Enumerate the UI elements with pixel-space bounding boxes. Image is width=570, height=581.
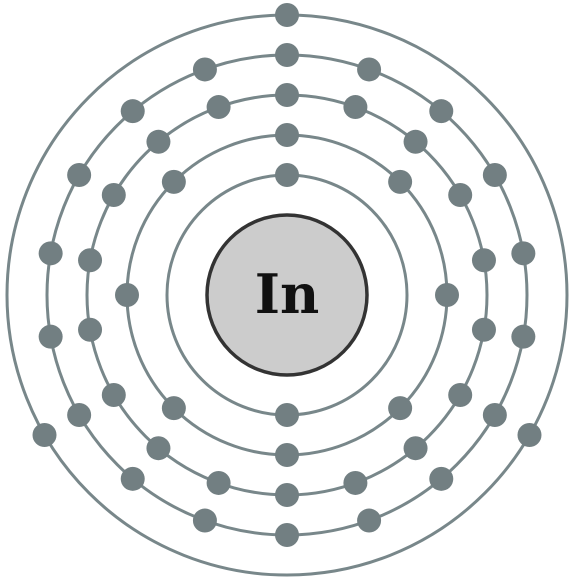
shell-4-electron bbox=[429, 99, 454, 124]
shell-3-electron bbox=[343, 470, 368, 495]
shell-5-electron bbox=[275, 3, 299, 27]
shell-5-electron bbox=[32, 423, 57, 447]
shell-4-electron bbox=[482, 163, 507, 187]
shell-4-electron bbox=[120, 466, 145, 491]
shell-4-electron bbox=[357, 508, 382, 533]
shell-4-electron bbox=[511, 241, 536, 266]
shell-3-electron bbox=[403, 436, 428, 461]
shell-3-electron bbox=[146, 436, 171, 461]
shell-3-electron bbox=[101, 183, 126, 207]
nucleus bbox=[205, 213, 369, 377]
element-symbol: In bbox=[255, 262, 320, 326]
shell-4-electron bbox=[275, 43, 299, 67]
shell-3-electron bbox=[101, 383, 126, 407]
shell-2-electron bbox=[275, 123, 299, 147]
shell-3-electron bbox=[206, 95, 231, 120]
shell-2-electron bbox=[388, 396, 413, 421]
shell-4-electron bbox=[192, 57, 217, 82]
shell-3-electron bbox=[448, 183, 473, 207]
shell-3-electron bbox=[78, 317, 103, 342]
shell-4-electron bbox=[38, 241, 63, 266]
shell-2-electron bbox=[388, 169, 413, 194]
shell-2-electron bbox=[115, 283, 139, 307]
shell-4-electron bbox=[275, 523, 299, 547]
shell-3-electron bbox=[448, 383, 473, 407]
shell-3-electron bbox=[343, 95, 368, 120]
shell-4-electron bbox=[511, 324, 536, 349]
shell-2-electron bbox=[275, 443, 299, 467]
electrons bbox=[32, 3, 542, 547]
shell-3-electron bbox=[471, 248, 496, 273]
shell-3-electron bbox=[403, 129, 428, 154]
shell-4-electron bbox=[38, 324, 63, 349]
shell-4-electron bbox=[67, 403, 92, 427]
shell-5-electron bbox=[517, 423, 542, 447]
shell-2-electron bbox=[161, 169, 186, 194]
shell-3-electron bbox=[275, 83, 299, 107]
shell-4-electron bbox=[192, 508, 217, 533]
shell-4-electron bbox=[67, 163, 92, 187]
shell-3-electron bbox=[206, 470, 231, 495]
shell-1-electron bbox=[275, 163, 299, 187]
shell-1-electron bbox=[275, 403, 299, 427]
shell-3-electron bbox=[275, 483, 299, 507]
shell-4-electron bbox=[482, 403, 507, 427]
shell-3-electron bbox=[146, 129, 171, 154]
shell-4-electron bbox=[429, 466, 454, 491]
shell-4-electron bbox=[357, 57, 382, 82]
shell-2-electron bbox=[161, 396, 186, 421]
shell-2-electron bbox=[435, 283, 459, 307]
shell-3-electron bbox=[78, 248, 103, 273]
shell-4-electron bbox=[120, 99, 145, 124]
shell-3-electron bbox=[471, 317, 496, 342]
